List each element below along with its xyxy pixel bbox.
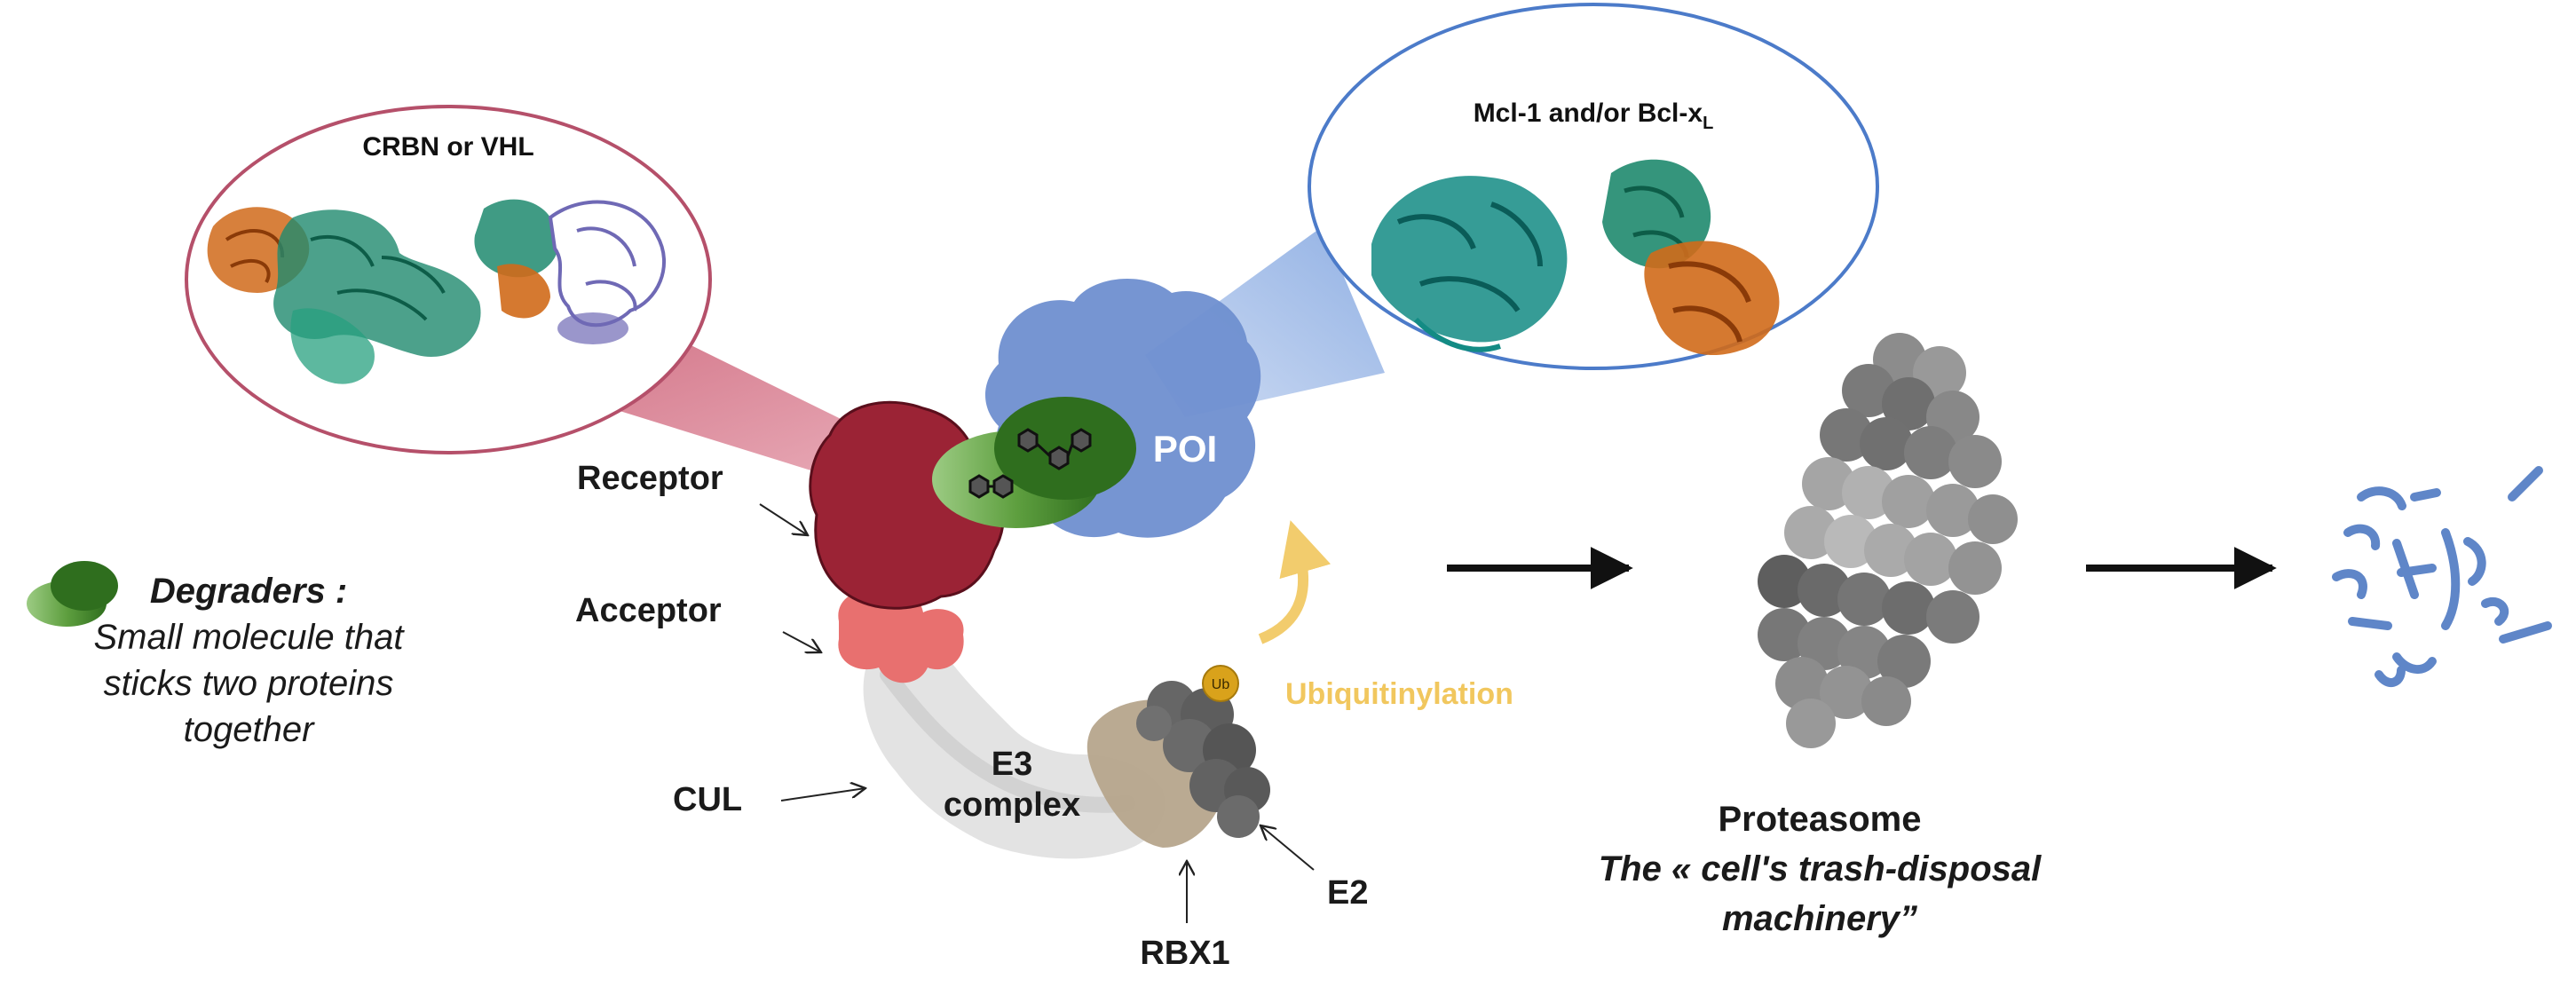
degraders-line3: together [183,710,314,749]
e2-cluster [1136,681,1270,838]
ub-label: Ub [1212,677,1230,692]
e3-complex-label: E3 complex [914,744,1110,825]
acceptor-pointer [782,631,821,652]
proteasome-line1: The « cell's trash-disposal [1598,849,2042,888]
e3-label-line1: E3 [991,746,1033,783]
e3-label-line2: complex [943,786,1081,824]
e2-label: E2 [1327,874,1369,912]
proteasome-caption: Proteasome The « cell's trash-disposal m… [1558,794,2082,944]
bclxl-structure-illustration [1602,159,1780,356]
degraders-title: Degraders : [149,572,348,611]
degraders-caption: Degraders : Small molecule that sticks t… [62,568,435,753]
crbn-structure-illustration [207,207,481,384]
proteasome-illustration [1758,333,2018,748]
ub-bead: Ub [1202,665,1239,702]
degrader-molecule [932,397,1136,528]
acceptor-shape [838,589,964,683]
poi-label: POI [1153,428,1217,470]
right-callout: Mcl-1 and/or Bcl-xL [1308,3,1879,370]
ubiquitinylation-arrow [1258,520,1331,644]
ubiquitinylation-label: Ubiquitinylation [1285,677,1513,711]
mcl1-structure-illustration [1371,176,1568,352]
e2-pointer [1260,825,1315,871]
degraders-line2: sticks two proteins [103,664,394,703]
receptor-pointer [759,503,808,535]
rbx1-label: RBX1 [1140,935,1230,972]
receptor-label: Receptor [577,460,723,497]
acceptor-label: Acceptor [575,592,722,629]
chemical-structure-icon [968,428,1092,499]
degrader-legend-icon [27,561,118,627]
cul-scaffold [863,631,1166,859]
right-callout-title: Mcl-1 and/or Bcl-xL [1474,99,1714,133]
vhl-structure-illustration [474,199,667,344]
cul-label: CUL [673,781,743,818]
proteasome-line2: machinery” [1721,899,1918,938]
peptide-fragments-illustration [2332,466,2552,687]
proteasome-title: Proteasome [1718,800,1922,839]
left-callout-title: CRBN or VHL [362,132,533,162]
degraders-line1: Small molecule that [93,618,404,657]
cul-pointer [780,788,865,802]
left-callout: CRBN or VHL [185,105,712,454]
